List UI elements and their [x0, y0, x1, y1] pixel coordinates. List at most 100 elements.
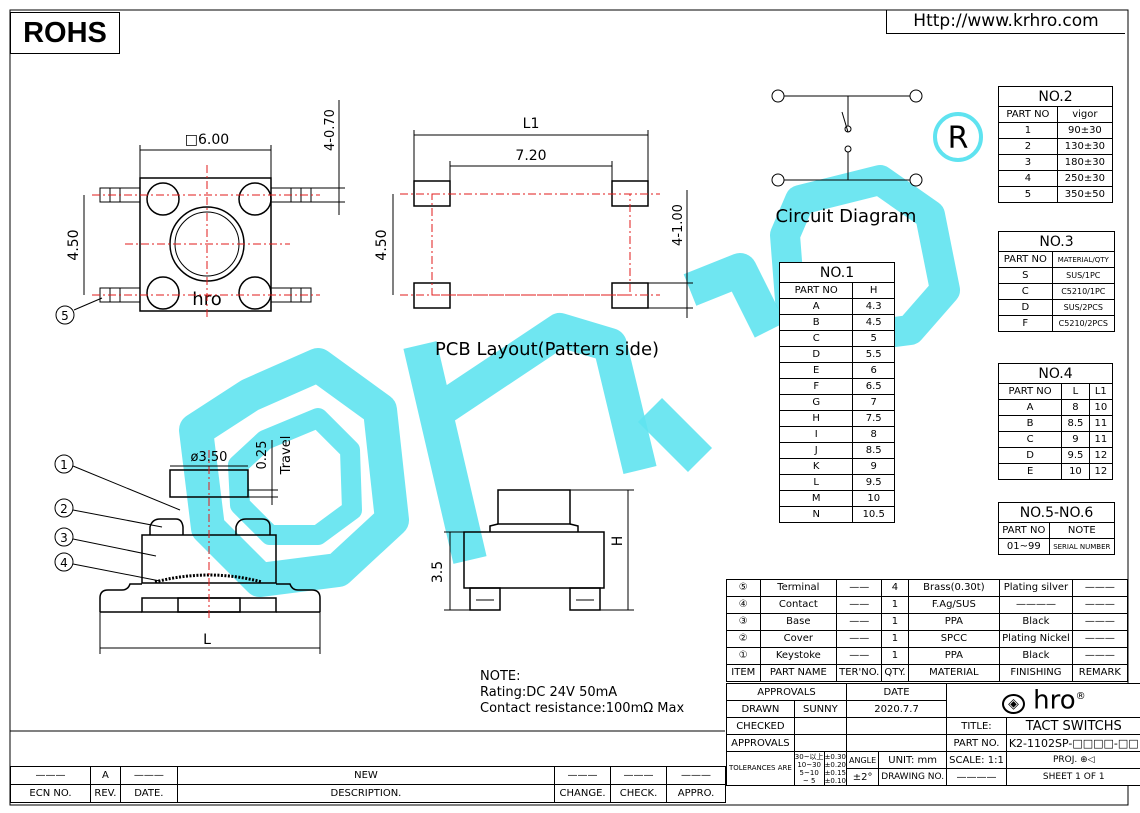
table-cell: A [778, 298, 854, 315]
approvals-label: APPROVALS [726, 734, 795, 752]
col-header: ITEM [726, 664, 761, 682]
table-cell: 12 [1088, 463, 1114, 480]
col-header: L [1061, 383, 1090, 400]
tolerances-label: TOLERANCES ARE [726, 751, 795, 786]
table-cell: F.Ag/SUS [907, 596, 1001, 614]
revision-row: ———A———NEW————————— [10, 766, 726, 785]
table-cell: C [997, 431, 1063, 448]
revision-block: ———A———NEW————————— ECN NO.REV.DATE.DESC… [10, 766, 726, 803]
table-cell: A [997, 399, 1063, 416]
col-header: PART NO [998, 522, 1050, 539]
front-view: 3.5 H [430, 489, 634, 611]
table-cell: S [998, 267, 1053, 284]
col-header: H [852, 282, 895, 299]
table-cell: Contact [759, 596, 838, 614]
table-title: NO.4 [998, 363, 1113, 384]
title-block: APPROVALS DATE ◈ hro® DRAWN SUNNY 2020.7… [725, 683, 1140, 786]
date-header: DATE [846, 683, 948, 701]
table-cell: 3 [998, 154, 1058, 171]
reg-symbol: ® [1075, 690, 1086, 702]
approvals-header: APPROVALS [725, 683, 848, 701]
table-cell: ——— [610, 766, 667, 785]
drawn-label: DRAWN [726, 700, 795, 718]
table-cell: C [778, 330, 854, 347]
table-cell: J [778, 442, 854, 459]
table-cell: ① [726, 647, 761, 665]
table-cell: B [997, 415, 1063, 432]
table-cell: 10 [852, 490, 895, 507]
table-cell: 350±50 [1056, 186, 1114, 203]
hro-watermark: R [179, 112, 983, 597]
table-cell: 8.5 [852, 442, 895, 459]
partno-label: PART NO. [946, 734, 1007, 752]
table-cell: M [778, 490, 854, 507]
drawn-date: 2020.7.7 [846, 700, 948, 718]
table-cell: —— [836, 647, 883, 665]
table-cell: PPA [907, 613, 1001, 631]
table-cell: 6.5 [852, 378, 895, 395]
table-cell: B [778, 314, 854, 331]
table-cell: 8 [852, 426, 895, 443]
col-header: PART NO [998, 106, 1058, 123]
table-cell: ④ [726, 596, 761, 614]
rohs-badge: ROHS [10, 12, 120, 54]
website-url[interactable]: Http://www.krhro.com [886, 10, 1125, 34]
table-cell: 01~99 [998, 538, 1050, 555]
col-header: PART NO [998, 251, 1053, 268]
table-cell: —— [836, 596, 883, 614]
callout-3: 3 [60, 531, 68, 545]
table-cell: NEW [176, 766, 556, 785]
table-cell: 5.5 [852, 346, 895, 363]
table-cell: 5 [852, 330, 895, 347]
table-cell: 90±30 [1056, 122, 1114, 139]
note-rating: Rating:DC 24V 50mA [480, 685, 617, 700]
callout-4: 4 [60, 556, 68, 570]
table-cell: 7.5 [852, 410, 895, 427]
col-header: PART NAME [759, 664, 838, 682]
col-header: PART NO [778, 282, 854, 299]
table-cell: 180±30 [1056, 154, 1114, 171]
pcb-caption: PCB Layout(Pattern side) [435, 339, 659, 360]
table-cell: 8 [1061, 399, 1090, 416]
projection: PROJ. ⊕◁ [1005, 751, 1140, 769]
table-cell: Plating silver [999, 579, 1073, 597]
note-block: NOTE: Rating:DC 24V 50mA Contact resista… [480, 669, 684, 716]
checked-label: CHECKED [726, 717, 795, 735]
table-cell: Plating Nickel [999, 630, 1073, 648]
drawing-frame [9, 9, 1129, 806]
callout-2: 2 [60, 502, 68, 516]
table-cell: ——— [1071, 647, 1129, 665]
table-cell: 11 [1088, 415, 1114, 432]
table-cell: 1 [881, 647, 909, 665]
table-cell: ——— [10, 766, 91, 785]
pcb-layout: L1 7.20 4.50 4-1.00 PCB Layout(Pattern s… [374, 116, 693, 360]
dim-pitch: 7.20 [515, 148, 546, 164]
table-cell: ③ [726, 613, 761, 631]
table-cell: 12 [1088, 447, 1114, 464]
angle-label: ANGLE [846, 751, 880, 769]
dim-450-pcb: 4.50 [374, 229, 390, 260]
drawing-no-label: DRAWING NO. [878, 768, 948, 786]
table-cell: ——— [666, 766, 726, 785]
dim-travel: Travel [279, 436, 294, 476]
table-cell: 130±30 [1056, 138, 1114, 155]
table-cell: Black [999, 613, 1073, 631]
